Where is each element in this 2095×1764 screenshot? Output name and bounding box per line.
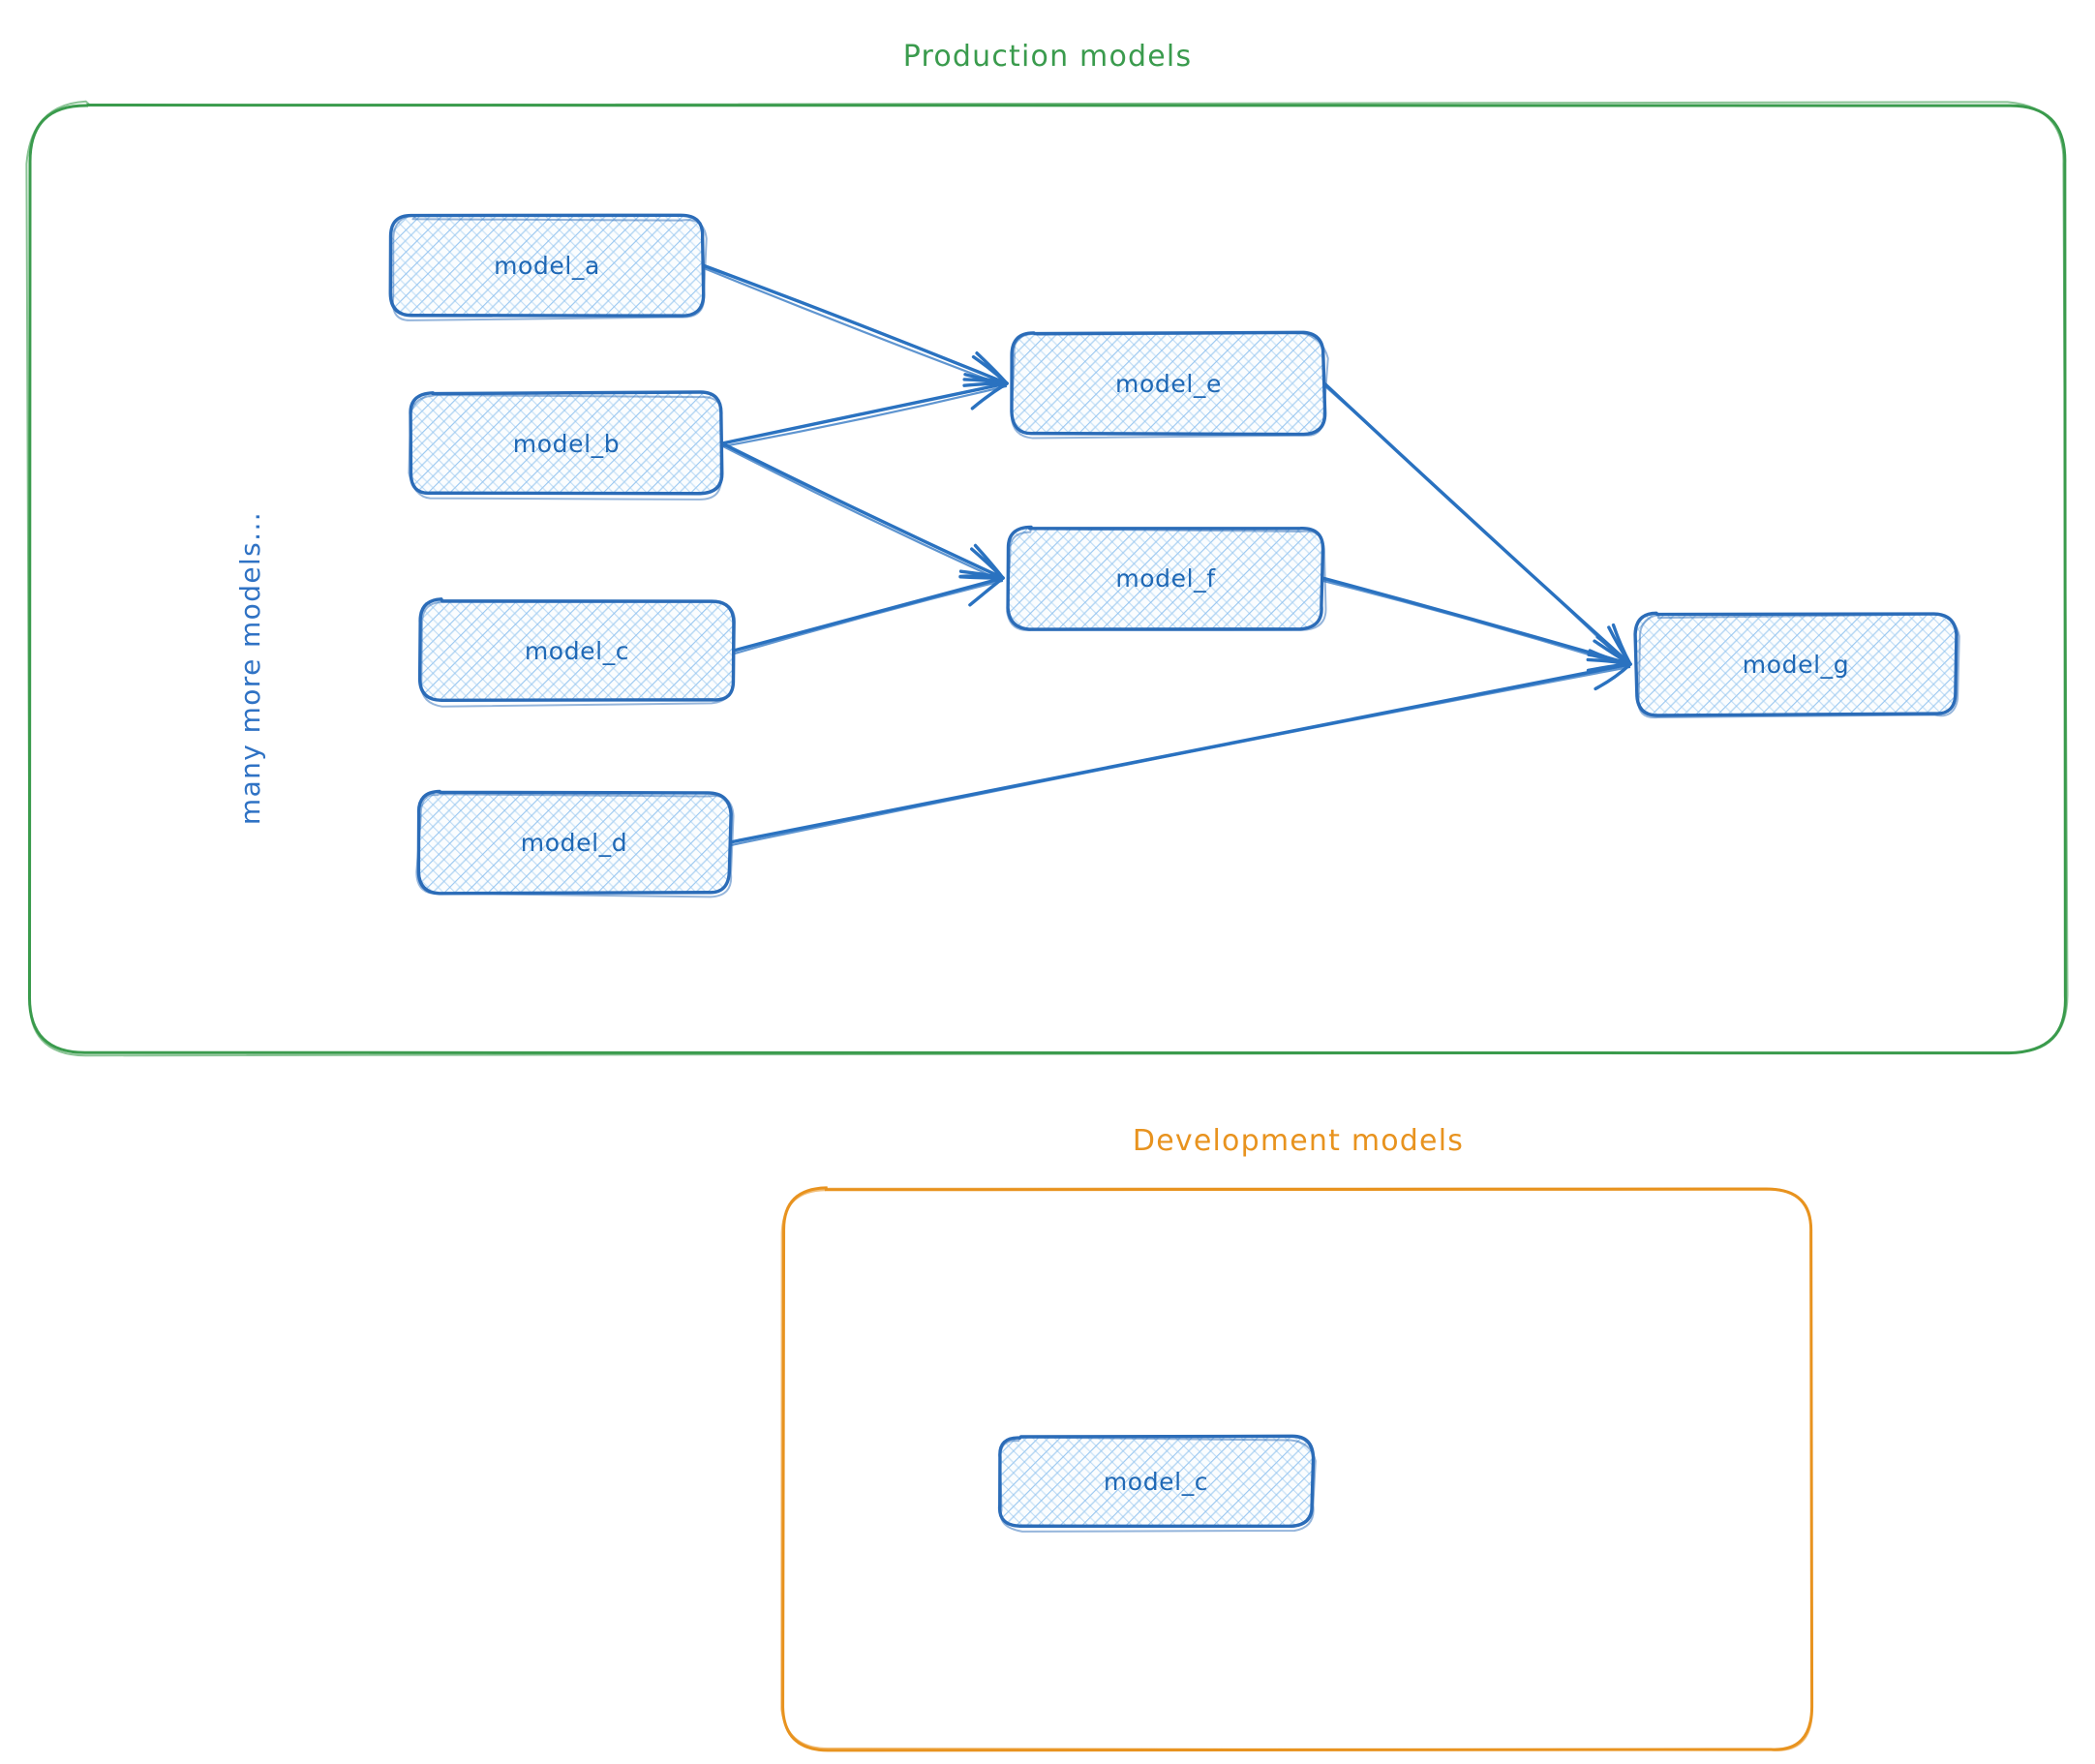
edge-model_b-to-model_e	[720, 373, 1009, 448]
group-containers	[25, 100, 2069, 1752]
edge-model_c-to-model_f	[732, 569, 1005, 655]
group-container-development	[780, 1187, 1813, 1751]
group-title-production: Production models	[903, 40, 1193, 74]
node-label-model_a: model_a	[494, 252, 600, 280]
node-model_d[interactable]: model_d	[415, 789, 735, 898]
node-label-model_e: model_e	[1115, 370, 1222, 398]
node-dev_model_c[interactable]: model_c	[997, 1434, 1317, 1533]
group-container-production	[25, 100, 2069, 1057]
group-title-development: Development models	[1133, 1124, 1464, 1158]
annotation-many-more: many more models...	[234, 511, 266, 825]
node-model_c[interactable]: model_c	[417, 597, 736, 708]
edge-layer	[701, 263, 1632, 847]
node-model_b[interactable]: model_b	[408, 390, 724, 501]
node-label-model_b: model_b	[513, 430, 620, 458]
edge-model_e-to-model_g	[1322, 381, 1632, 669]
node-label-model_c: model_c	[525, 637, 629, 665]
node-label-dev_model_c: model_c	[1104, 1468, 1208, 1496]
node-model_f[interactable]: model_f	[1006, 525, 1327, 631]
node-label-model_f: model_f	[1115, 564, 1216, 593]
annotation-layer: many more models...	[234, 511, 266, 825]
node-label-model_g: model_g	[1743, 651, 1849, 679]
node-label-model_d: model_d	[521, 829, 627, 857]
node-model_a[interactable]: model_a	[388, 213, 708, 321]
node-model_g[interactable]: model_g	[1633, 611, 1960, 719]
node-model_e[interactable]: model_e	[1010, 330, 1329, 440]
edge-model_b-to-model_f	[720, 441, 1005, 583]
edge-model_a-to-model_e	[701, 263, 1009, 388]
edge-model_d-to-model_g	[728, 653, 1632, 847]
node-layer: model_a model_b model_c model_d model_emodel…	[388, 213, 1960, 1533]
